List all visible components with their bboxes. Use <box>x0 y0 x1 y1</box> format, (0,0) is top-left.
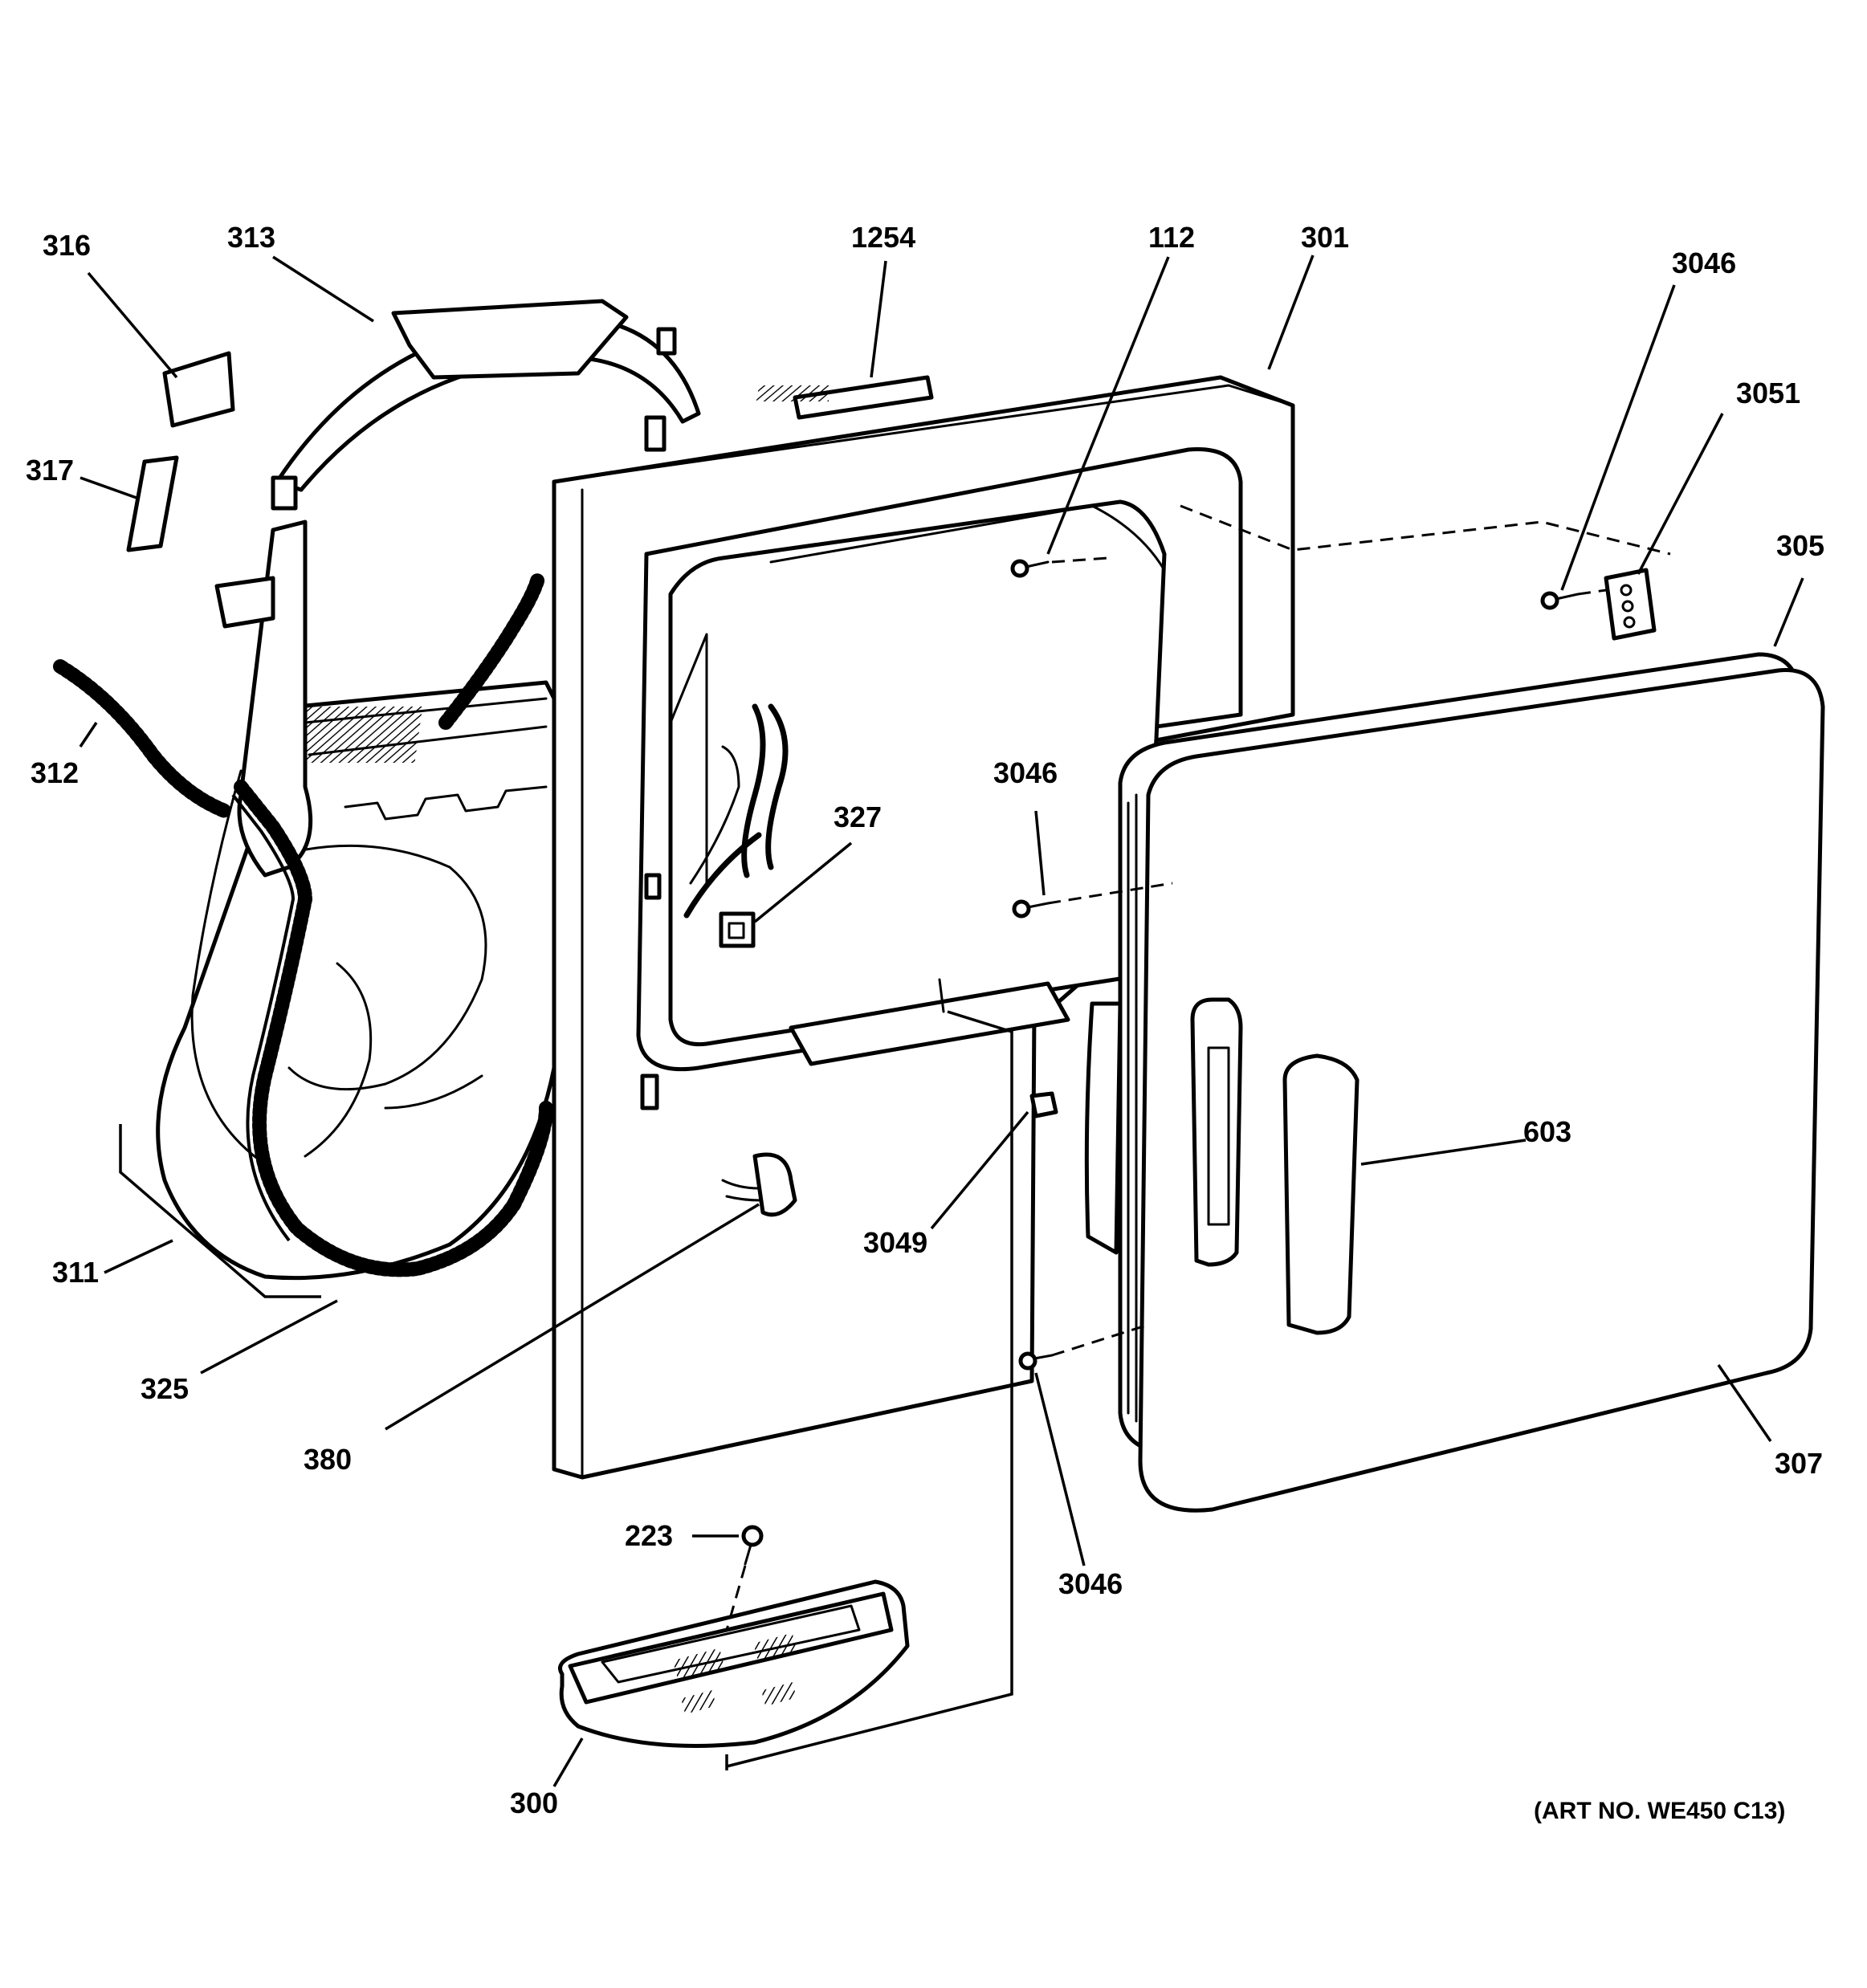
callout-3051: 3051 <box>1736 377 1800 409</box>
callout-3049: 3049 <box>863 1226 927 1259</box>
screw-3046-bottom <box>1018 1351 1054 1371</box>
callout-223: 223 <box>625 1519 673 1552</box>
callout-3046-top: 3046 <box>1672 246 1736 279</box>
callout-1254: 1254 <box>851 221 915 254</box>
leader-lines <box>79 255 1804 1787</box>
drum-front-bulkhead <box>156 680 556 1281</box>
door-switch <box>719 911 756 948</box>
felt-seal-strips <box>53 571 545 818</box>
screw-3046-top <box>1540 591 1580 610</box>
assembly-lines <box>119 504 1671 1770</box>
callout-labels: 316 313 1254 112 301 3046 3051 305 317 3… <box>26 221 1824 1824</box>
callout-327: 327 <box>834 800 882 833</box>
callout-313: 313 <box>227 221 275 254</box>
callout-3046-mid: 3046 <box>993 756 1058 789</box>
callout-603: 603 <box>1523 1115 1571 1148</box>
callout-305: 305 <box>1776 529 1824 562</box>
callout-316: 316 <box>43 229 91 262</box>
front-panel <box>552 375 1295 1480</box>
label-strips <box>126 351 235 552</box>
lint-filter <box>558 1579 910 1748</box>
screw-3046-mid <box>1012 899 1050 919</box>
screw-112 <box>1010 559 1050 578</box>
callout-3046-bottom: 3046 <box>1058 1567 1123 1600</box>
door-assembly <box>1084 652 1825 1513</box>
callout-311: 311 <box>52 1256 99 1289</box>
callout-325: 325 <box>141 1372 189 1405</box>
start-knob <box>721 1152 797 1217</box>
drum-support-ring <box>271 299 701 511</box>
callout-380: 380 <box>304 1443 352 1476</box>
top-label-plate <box>756 375 934 420</box>
callout-307: 307 <box>1775 1447 1823 1480</box>
screw-223 <box>741 1525 764 1566</box>
callout-300: 300 <box>510 1786 558 1819</box>
callout-317: 317 <box>26 454 74 487</box>
art-number: (ART NO. WE450 C13) <box>1534 1798 1785 1824</box>
front-gasket <box>231 780 553 1277</box>
callout-301: 301 <box>1301 221 1349 254</box>
door-strike <box>1029 1091 1058 1118</box>
callout-312: 312 <box>31 756 79 789</box>
hinge-bracket <box>1604 568 1657 641</box>
callout-112: 112 <box>1148 221 1195 254</box>
